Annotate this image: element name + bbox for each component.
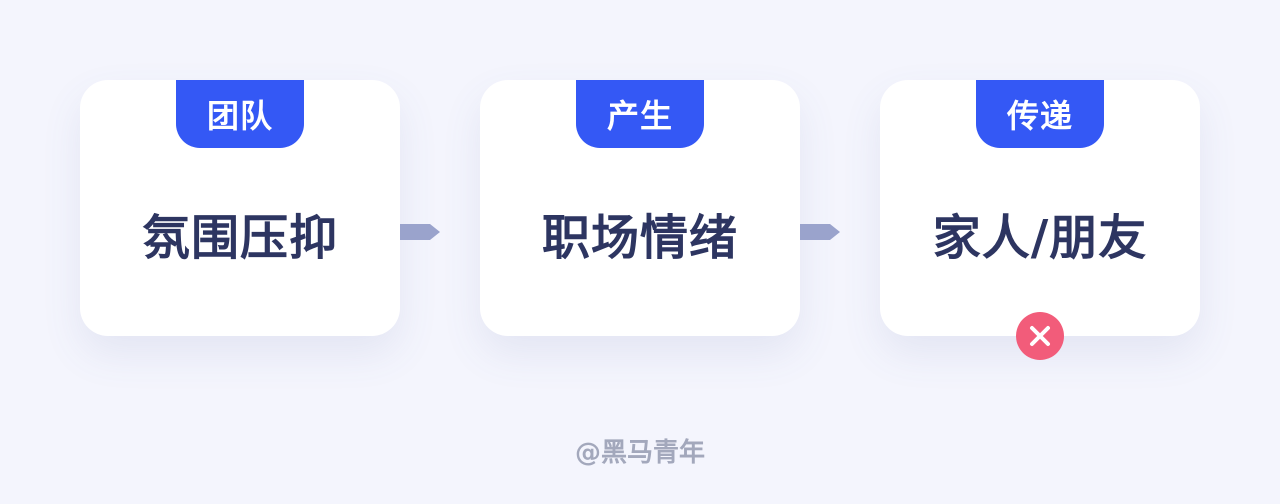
arrow-right-icon xyxy=(400,224,440,240)
close-icon xyxy=(1016,312,1064,360)
step-text-3: 家人/朋友 xyxy=(932,210,1148,266)
watermark-text: @黑马青年 xyxy=(574,437,705,468)
step-text-1: 氛围压抑 xyxy=(141,210,338,266)
step-tag-2: 产生 xyxy=(576,80,704,148)
arrow-right-icon xyxy=(800,224,840,240)
step-card-3: 传递 家人/朋友 xyxy=(880,80,1200,336)
step-card-1: 团队 氛围压抑 xyxy=(80,80,400,336)
step-tag-3: 传递 xyxy=(976,80,1104,148)
step-tag-1: 团队 xyxy=(176,80,304,148)
step-text-2: 职场情绪 xyxy=(541,210,738,266)
step-card-2: 产生 职场情绪 xyxy=(480,80,800,336)
